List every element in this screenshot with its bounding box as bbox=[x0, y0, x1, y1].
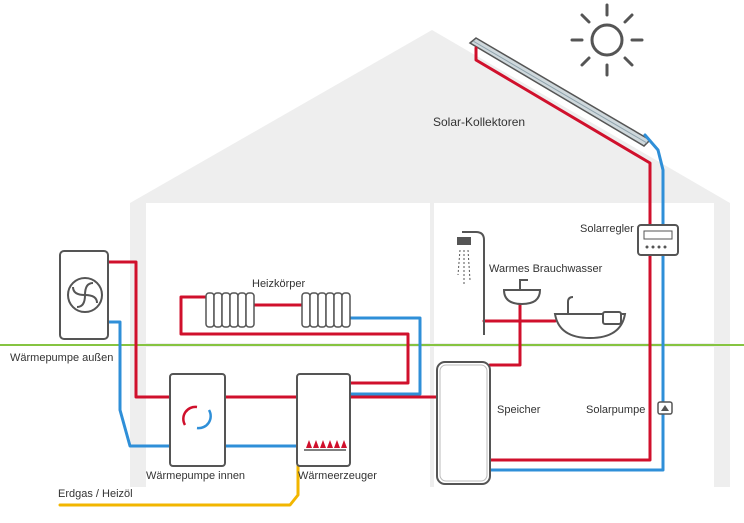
label-radiators: Heizkörper bbox=[252, 278, 306, 290]
storage-tank bbox=[436, 361, 491, 485]
solar-hot-pipe bbox=[446, 46, 652, 462]
heat-pump-indoor-unit bbox=[169, 373, 226, 467]
radiator-left bbox=[205, 292, 255, 328]
fan-icon bbox=[72, 282, 98, 308]
shower-icon bbox=[457, 231, 485, 335]
fuel-pipe bbox=[58, 460, 300, 507]
bathtub-icon bbox=[553, 296, 627, 340]
label-solar-pump: Solarpumpe bbox=[586, 404, 645, 416]
radiator-right bbox=[301, 292, 351, 328]
solar-controller-device bbox=[637, 224, 679, 256]
heat-pump-outdoor-unit bbox=[59, 250, 109, 340]
heatpump-hot-pipe bbox=[106, 260, 439, 399]
room-upper-left bbox=[146, 203, 430, 343]
hotwater-pipe bbox=[482, 319, 522, 367]
radiator-cold-pipe bbox=[348, 316, 422, 396]
solar-cold-pipe bbox=[446, 133, 665, 472]
flame-row-icon bbox=[306, 440, 347, 448]
label-solar-collectors: Solar-Kollektoren bbox=[433, 115, 525, 129]
label-storage: Speicher bbox=[497, 404, 541, 416]
heat-generator-unit bbox=[296, 373, 351, 467]
solar-pump-icon bbox=[657, 401, 673, 415]
sun-icon bbox=[570, 3, 644, 77]
radiator-hot-pipe bbox=[179, 295, 410, 385]
label-heat-pump-indoor: Wärmepumpe innen bbox=[146, 470, 245, 482]
label-heat-generator: Wärmeerzeuger bbox=[298, 470, 377, 482]
label-warm-water: Warmes Brauchwasser bbox=[489, 263, 603, 275]
label-heat-pump-outdoor: Wärmepumpe außen bbox=[10, 352, 113, 364]
sink-icon bbox=[502, 279, 542, 306]
label-solar-controller: Solarregler bbox=[580, 223, 634, 235]
heatpump-cold-pipe bbox=[106, 320, 172, 448]
label-fuel: Erdgas / Heizöl bbox=[58, 488, 133, 500]
cycle-arrows-icon bbox=[182, 405, 212, 430]
